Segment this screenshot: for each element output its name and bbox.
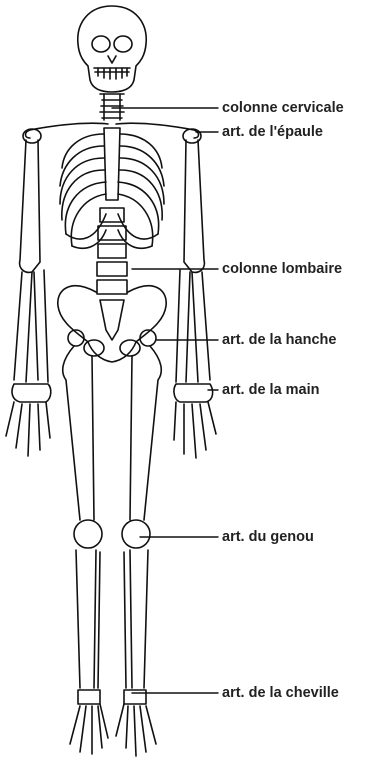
feet [70,690,156,756]
left-hand [6,384,51,456]
femurs [63,346,162,520]
label-knee-joint: art. du genou [222,529,314,545]
label-wrist-joint: art. de la main [222,382,320,398]
label-ankle-joint: art. de la cheville [222,685,339,701]
label-shoulder-joint: art. de l'épaule [222,124,323,140]
rib-cage [60,128,164,248]
right-hand [174,384,216,458]
clavicles [23,123,201,143]
knees [74,520,150,548]
leader-lines [112,108,218,693]
left-arm [14,140,48,382]
label-lumbar-spine: colonne lombaire [222,261,342,277]
lumbar-vertebrae [97,208,127,294]
skull [78,6,146,92]
lower-legs [76,550,148,688]
cervical-vertebrae [100,94,124,120]
label-cervical-spine: colonne cervicale [222,100,344,116]
label-hip-joint: art. de la hanche [222,332,336,348]
right-arm [176,140,210,382]
pelvis [58,286,166,362]
